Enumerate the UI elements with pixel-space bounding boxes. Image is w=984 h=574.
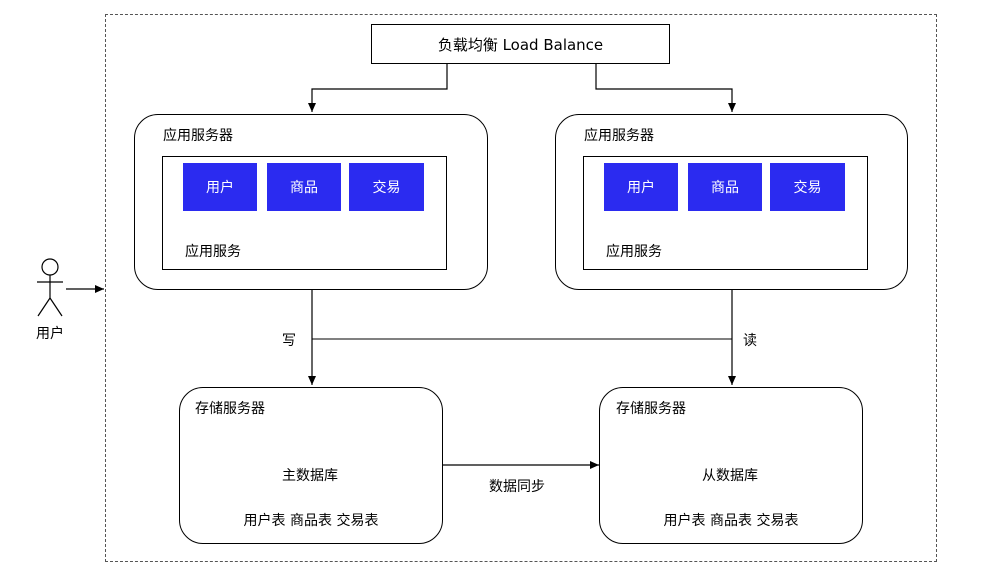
- sync-label: 数据同步: [489, 479, 545, 495]
- lb-to-app-right-arrow: [595, 64, 736, 112]
- module-product-right: 商品: [688, 163, 762, 211]
- write-label: 写: [282, 333, 296, 349]
- module-trade-right: 交易: [770, 163, 845, 211]
- slave-db-label: 从数据库: [702, 468, 758, 484]
- app-server-right-title: 应用服务器: [584, 128, 654, 144]
- app-service-right-label: 应用服务: [606, 244, 662, 260]
- master-db-label: 主数据库: [282, 468, 338, 484]
- storage-server-left-title: 存储服务器: [195, 401, 265, 417]
- lb-to-app-left-arrow: [308, 64, 448, 112]
- storage-server-right: [599, 387, 863, 544]
- master-db-tables: 用户表 商品表 交易表: [243, 513, 379, 529]
- actor-label: 用户: [36, 326, 64, 342]
- module-product-left: 商品: [267, 163, 341, 211]
- storage-server-left: [179, 387, 443, 544]
- app-server-left-title: 应用服务器: [163, 128, 233, 144]
- read-label: 读: [743, 333, 757, 349]
- storage-server-right-title: 存储服务器: [616, 401, 686, 417]
- app-service-left-label: 应用服务: [185, 244, 241, 260]
- module-trade-left: 交易: [349, 163, 424, 211]
- user-actor-icon: [37, 258, 63, 317]
- slave-db-tables: 用户表 商品表 交易表: [663, 513, 799, 529]
- module-user-right: 用户: [604, 163, 678, 211]
- system-boundary: [105, 14, 937, 562]
- module-user-left: 用户: [183, 163, 257, 211]
- load-balancer-label: 负载均衡 Load Balance: [437, 35, 604, 54]
- load-balancer-node: 负载均衡 Load Balance: [371, 24, 670, 64]
